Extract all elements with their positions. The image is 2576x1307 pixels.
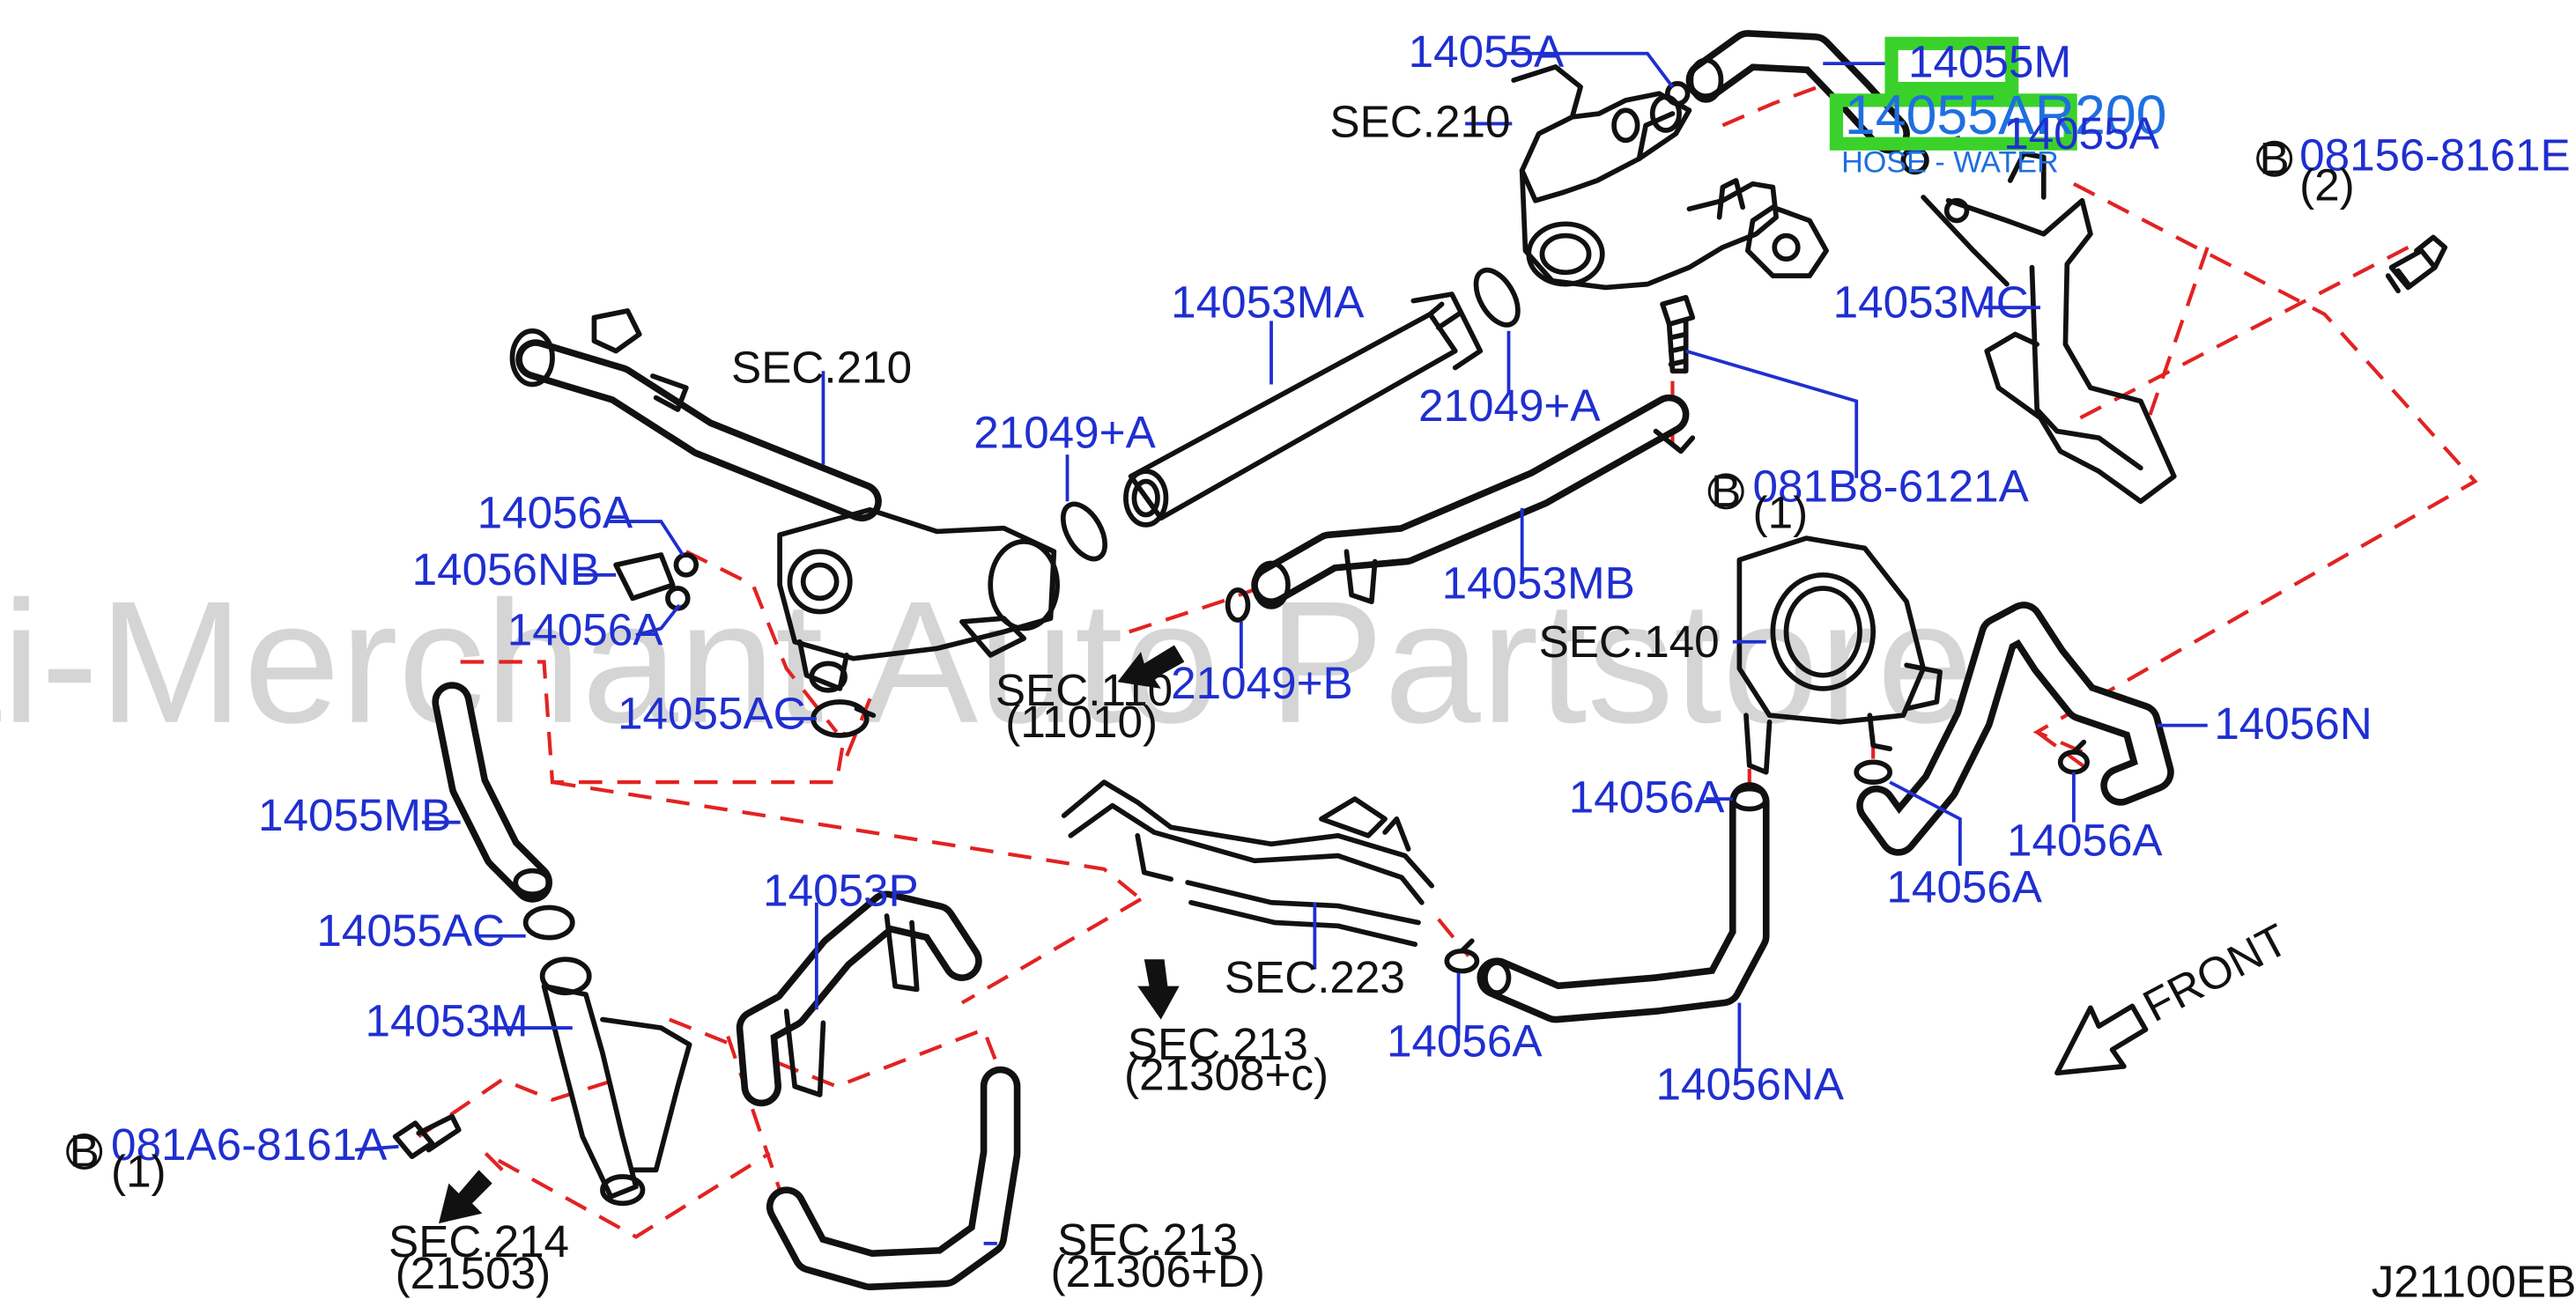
label-14056NA[interactable]: 14056NA xyxy=(1655,1060,1844,1110)
o-rings-21049A xyxy=(1060,267,1521,562)
label-081B8-6121A[interactable]: 081B8-6121A xyxy=(1753,461,2030,511)
watermark: Multi-Merchant Auto Partstore xyxy=(0,565,1973,759)
label-sec210-left[interactable]: SEC.210 xyxy=(731,343,912,393)
diagram-code: J21100EB xyxy=(2372,1257,2576,1307)
water-outlet-housing xyxy=(509,308,1060,693)
label-14056A-2[interactable]: 14056A xyxy=(507,605,663,655)
arrow-sec110 xyxy=(1117,645,1185,689)
hose-sec213-bottom xyxy=(766,1066,1021,1291)
label-081A6-qty: (1) xyxy=(111,1146,167,1196)
label-14055AC-2[interactable]: 14055AC xyxy=(316,905,505,956)
label-14056A-4[interactable]: 14056A xyxy=(1569,772,1725,822)
arrow-sec213-mid xyxy=(1137,959,1180,1020)
label-sec110[interactable]: SEC.110 xyxy=(996,665,1173,715)
label-14056A-1[interactable]: 14056A xyxy=(477,488,633,538)
bolt-marker-08156: B xyxy=(2260,133,2290,183)
front-arrow xyxy=(2054,1003,2149,1076)
label-hose-water: HOSE - WATER xyxy=(1841,145,2059,179)
hose-14056NA xyxy=(1477,782,1770,1023)
bolt-081A6-8161A xyxy=(392,1113,462,1160)
clamp-14055AC-lower xyxy=(522,905,575,941)
label-14055AR200[interactable]: 14055AR200 xyxy=(1845,85,2167,146)
hose-14055MB xyxy=(432,682,553,903)
label-14055MB[interactable]: 14055MB xyxy=(258,790,451,840)
front-label: FRONT xyxy=(2135,914,2296,1031)
label-sec213-mid[interactable]: SEC.213 xyxy=(1128,1019,1308,1069)
bolt-08156-8161E xyxy=(2385,234,2448,294)
label-21049B[interactable]: 21049+B xyxy=(1171,658,1353,708)
label-sec214-ref: (21503) xyxy=(396,1248,551,1298)
label-14056A-3[interactable]: 14056A xyxy=(1387,1015,1543,1066)
label-14053MA[interactable]: 14053MA xyxy=(1171,277,1365,328)
throttle-body-sec140 xyxy=(1736,535,1943,775)
label-21049A-2[interactable]: 21049+A xyxy=(1418,380,1601,431)
label-14055A-right[interactable]: 14055A xyxy=(2003,108,2159,159)
tube-14053MB xyxy=(1225,394,1696,623)
label-081B8-qty: (1) xyxy=(1753,488,1809,538)
pipe-assembly-sec223 xyxy=(1061,779,1435,948)
highlight-box-14055AR200 xyxy=(1829,93,2077,151)
label-14055M[interactable]: 14055M xyxy=(1908,36,2071,86)
arrow-sec214 xyxy=(438,1170,492,1224)
bracket-14053MC xyxy=(1900,146,2177,505)
label-14055AC-1[interactable]: 14055AC xyxy=(618,688,806,738)
direction-arrows xyxy=(438,645,1185,1224)
highlight-boxes xyxy=(1829,36,2077,151)
bolt-081B8-6121A xyxy=(1660,294,1696,374)
label-sec140[interactable]: SEC.140 xyxy=(1539,617,1720,667)
label-08156-8161E[interactable]: 08156-8161E xyxy=(2299,130,2571,181)
pipe-14053MA xyxy=(1123,292,1484,528)
label-21049A-1[interactable]: 21049+A xyxy=(973,408,1156,458)
bolt-markers: B B B xyxy=(66,133,2293,1177)
label-14056A-6[interactable]: 14056A xyxy=(2007,816,2163,866)
label-sec213-bot[interactable]: SEC.213 xyxy=(1057,1215,1238,1265)
label-14053MB[interactable]: 14053MB xyxy=(1442,558,1635,608)
label-sec213-mid-ref: (21308+c) xyxy=(1124,1049,1329,1099)
label-14053P[interactable]: 14053P xyxy=(763,866,919,916)
label-14056N[interactable]: 14056N xyxy=(2214,698,2372,749)
label-081A6-8161A[interactable]: 081A6-8161A xyxy=(111,1119,388,1170)
highlight-box-14055M xyxy=(1884,36,2019,96)
label-sec210-top[interactable]: SEC.210 xyxy=(1329,97,1510,147)
label-14056A-5[interactable]: 14056A xyxy=(1886,862,2042,912)
label-sec110-ref: (11010) xyxy=(1005,697,1158,747)
label-14053MC[interactable]: 14053MC xyxy=(1833,277,2029,328)
bolt-marker-081B8: B xyxy=(1711,466,1741,516)
label-sec214[interactable]: SEC.214 xyxy=(389,1216,569,1266)
label-14055A-top[interactable]: 14055A xyxy=(1409,26,1565,77)
bolt-marker-081A6: B xyxy=(70,1126,100,1177)
label-14053M[interactable]: 14053M xyxy=(365,996,528,1046)
label-sec223[interactable]: SEC.223 xyxy=(1225,952,1405,1002)
section-labels: SEC.210 SEC.210 SEC.110 (11010) SEC.140 … xyxy=(389,97,1720,1299)
part-labels: 14055A 14055M 14055AR200 14055A HOSE - W… xyxy=(111,26,2571,1196)
hose-14055M xyxy=(1664,30,1910,154)
label-08156-qty: (2) xyxy=(2299,160,2355,210)
water-inlet-14053M xyxy=(539,956,692,1207)
label-14056NB[interactable]: 14056NB xyxy=(412,544,601,594)
tube-14053P xyxy=(736,890,982,1107)
label-sec213-bot-ref: (21306+D) xyxy=(1051,1246,1265,1296)
